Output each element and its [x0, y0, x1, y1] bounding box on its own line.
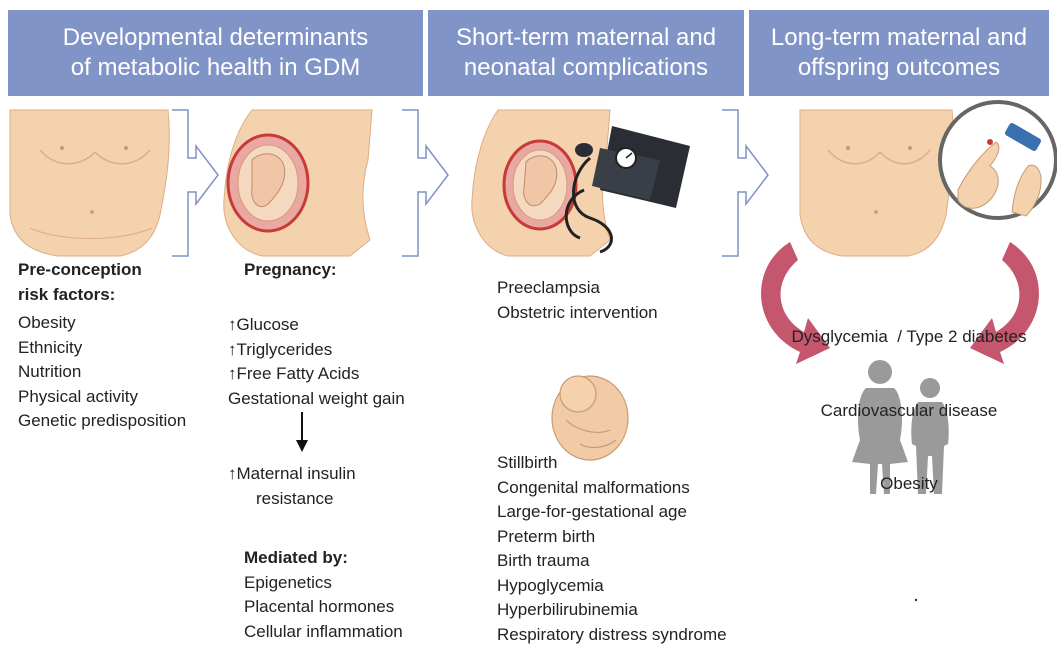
insulin-resistance-result: ↑Maternal insulin resistance	[228, 462, 356, 511]
pregnant-torso-bp-illustration	[472, 110, 610, 256]
list-item: ↑Free Fatty Acids	[228, 362, 405, 387]
maternal-complications-list: Preeclampsia Obstetric intervention	[497, 276, 658, 325]
pregnant-torso-illustration	[224, 110, 372, 256]
result-line: ↑Maternal insulin	[228, 462, 356, 487]
list-item: Large-for-gestational age	[497, 500, 727, 525]
list-item: Hypoglycemia	[497, 574, 727, 599]
list-item: Obesity	[18, 311, 186, 336]
list-item: Gestational weight gain	[228, 387, 405, 412]
flow-arrow-3	[722, 110, 768, 256]
glucose-test-icon	[940, 102, 1056, 218]
list-item: Dysglycemia / Type 2 diabetes	[764, 325, 1054, 350]
pregnancy-title: Pregnancy:	[244, 258, 337, 283]
stray-dot	[915, 599, 917, 601]
list-item: Cardiovascular disease	[764, 399, 1054, 424]
list-item: Ethnicity	[18, 336, 186, 361]
list-item: Preterm birth	[497, 525, 727, 550]
torso-illustration-long-term	[800, 110, 953, 256]
result-line: resistance	[228, 487, 356, 512]
list-item: Stillbirth	[497, 451, 727, 476]
list-item: Obstetric intervention	[497, 301, 658, 326]
list-item: Physical activity	[18, 385, 186, 410]
preconception-section: Pre-conception risk factors: Obesity Eth…	[18, 258, 186, 434]
mediated-section: Mediated by: Epigenetics Placental hormo…	[244, 546, 403, 644]
list-item: ↑Triglycerides	[228, 338, 405, 363]
list-item: Epigenetics	[244, 571, 403, 596]
preconception-title: risk factors:	[18, 283, 186, 308]
flow-arrow-2	[402, 110, 448, 256]
list-item: Genetic predisposition	[18, 409, 186, 434]
list-item: Birth trauma	[497, 549, 727, 574]
list-item: Congenital malformations	[497, 476, 727, 501]
fetus-illustration	[552, 376, 628, 460]
neonatal-complications-list: Stillbirth Congenital malformations Larg…	[497, 451, 727, 645]
mediated-title: Mediated by:	[244, 546, 403, 571]
list-item: Cellular inflammation	[244, 620, 403, 645]
list-item: Placental hormones	[244, 595, 403, 620]
list-item: Respiratory distress syndrome	[497, 623, 727, 645]
torso-illustration-preconception	[10, 110, 169, 256]
down-arrow-icon	[296, 412, 308, 452]
pregnancy-list: ↑Glucose ↑Triglycerides ↑Free Fatty Acid…	[228, 313, 405, 411]
list-item: Hyperbilirubinemia	[497, 598, 727, 623]
long-term-outcomes-list: Dysglycemia / Type 2 diabetes Cardiovasc…	[764, 276, 1054, 546]
list-item: Preeclampsia	[497, 276, 658, 301]
list-item: ↑Glucose	[228, 313, 405, 338]
list-item: Obesity	[764, 472, 1054, 497]
preconception-title: Pre-conception	[18, 258, 186, 283]
flow-arrow-1	[172, 110, 218, 256]
list-item: Nutrition	[18, 360, 186, 385]
